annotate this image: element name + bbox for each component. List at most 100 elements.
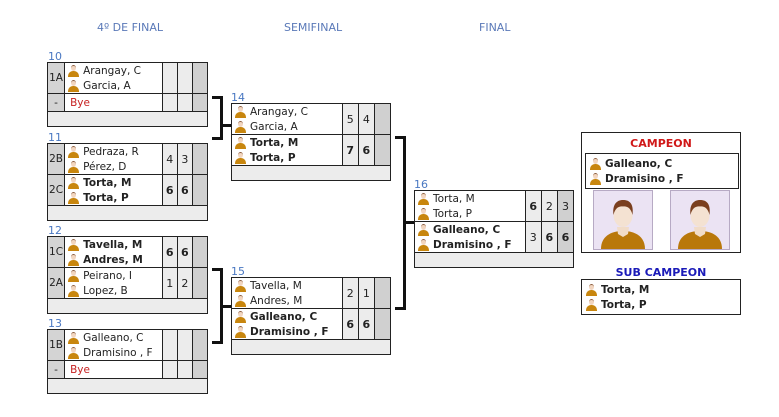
set-score: 4 [161,143,178,175]
person-icon [68,253,80,266]
player-name: Galleano, C [433,223,501,236]
champion-panel: CAMPEON Galleano, C Dramisino , F [581,132,741,253]
player[interactable]: Garcia, A [68,78,162,93]
person-icon [590,157,601,170]
player[interactable]: Torta, M [418,191,525,206]
set-score: 6 [176,236,193,268]
player[interactable]: Torta, M [235,135,342,150]
team-players: Arangay, C Garcia, A [231,103,343,135]
team-row: 1B Galleano, C Dramisino , F [46,329,209,361]
set-score [176,329,193,361]
match-footer [414,252,574,268]
match-number[interactable]: 16 [414,178,428,191]
player-name: Galleano, C [83,331,144,344]
player[interactable]: Dramisino , F [590,171,734,186]
set-score [176,93,193,112]
set-score [161,93,178,112]
match-10: 1A Arangay, C Garcia, A - Bye [46,62,209,127]
player-name: Tavella, M [83,238,143,251]
player-name: Galleano, C [605,157,673,170]
player[interactable]: Torta, P [418,206,525,221]
player[interactable]: Tavella, M [235,278,342,293]
match-footer [231,339,391,355]
player[interactable]: Lopez, B [68,283,162,298]
player[interactable]: Galleano, C [590,156,734,171]
match-number[interactable]: 15 [231,265,245,278]
team-players: Torta, M Torta, P [414,190,526,222]
bracket-connector [220,305,231,308]
match-number[interactable]: 10 [48,50,62,63]
set-score: 1 [161,267,178,299]
team-row: 2B Pedraza, R Pérez, D 4 3 [46,143,209,175]
player-name: Pedraza, R [83,145,139,158]
team-row: 2A Peirano, I Lopez, B 1 2 [46,267,209,299]
person-icon [418,238,429,251]
player[interactable]: Torta, M [68,175,162,190]
player-name: Garcia, A [250,120,298,133]
person-icon [68,145,80,158]
player[interactable]: Dramisino , F [418,237,525,252]
player[interactable]: Galleano, C [68,330,162,345]
player-name: Dramisino , F [250,325,329,338]
player-name: Arangay, C [250,105,308,118]
player[interactable]: Peirano, I [68,268,162,283]
player-name: Torta, P [433,207,472,220]
team-players: Galleano, C Dramisino , F [231,308,343,340]
person-icon [235,151,246,164]
team-players: Galleano, C Dramisino , F [414,221,526,253]
match-number[interactable]: 13 [48,317,62,330]
player[interactable]: Tavella, M [68,237,162,252]
team-players: Tavella, M Andres, M [64,236,163,268]
set-score [373,308,392,340]
seed-label: 2C [46,174,66,206]
set-score: 3 [556,190,575,222]
player[interactable]: Pedraza, R [68,144,162,159]
player[interactable]: Torta, P [235,150,342,165]
set-score: 6 [161,174,178,206]
person-icon [418,192,429,205]
player[interactable]: Galleano, C [418,222,525,237]
player-name: Torta, M [250,136,299,149]
team-players: Peirano, I Lopez, B [64,267,163,299]
set-score [161,62,178,94]
player-name: Galleano, C [250,310,318,323]
set-score [161,329,178,361]
match-14: Arangay, C Garcia, A 5 4 Torta, M Torta,… [231,103,392,181]
set-score: 6 [556,221,575,253]
person-icon [235,105,246,118]
player[interactable]: Andres, M [68,252,162,267]
player[interactable]: Arangay, C [68,63,162,78]
player[interactable]: Torta, M [586,282,736,297]
set-score: 3 [524,221,542,253]
person-icon [68,269,80,282]
player[interactable]: Pérez, D [68,159,162,174]
player[interactable]: Torta, P [586,297,736,312]
bye-label: Bye [70,97,90,109]
match-number[interactable]: 12 [48,224,62,237]
seed-label: - [46,360,66,379]
player[interactable]: Arangay, C [235,104,342,119]
match-13: 1B Galleano, C Dramisino , F - Bye [46,329,209,394]
avatar-placeholder-icon[interactable] [670,190,730,250]
person-icon [418,207,429,220]
seed-label: 1A [46,62,66,94]
person-icon [68,191,80,204]
player[interactable]: Dramisino , F [235,324,342,339]
team-row: Galleano, C Dramisino , F 3 6 6 [414,221,575,253]
set-score [373,277,392,309]
player-name: Torta, P [601,298,647,311]
player-name: Lopez, B [83,284,128,297]
player[interactable]: Dramisino , F [68,345,162,360]
runner-up-team: Torta, M Torta, P [581,279,741,315]
match-number[interactable]: 11 [48,131,62,144]
player[interactable]: Torta, P [68,190,162,205]
avatar-placeholder-icon[interactable] [593,190,653,250]
set-score [191,360,209,379]
player[interactable]: Andres, M [235,293,342,308]
player-name: Torta, P [83,191,129,204]
match-footer [231,165,391,181]
player[interactable]: Garcia, A [235,119,342,134]
match-number[interactable]: 14 [231,91,245,104]
player[interactable]: Galleano, C [235,309,342,324]
player-name: Andres, M [83,253,143,266]
